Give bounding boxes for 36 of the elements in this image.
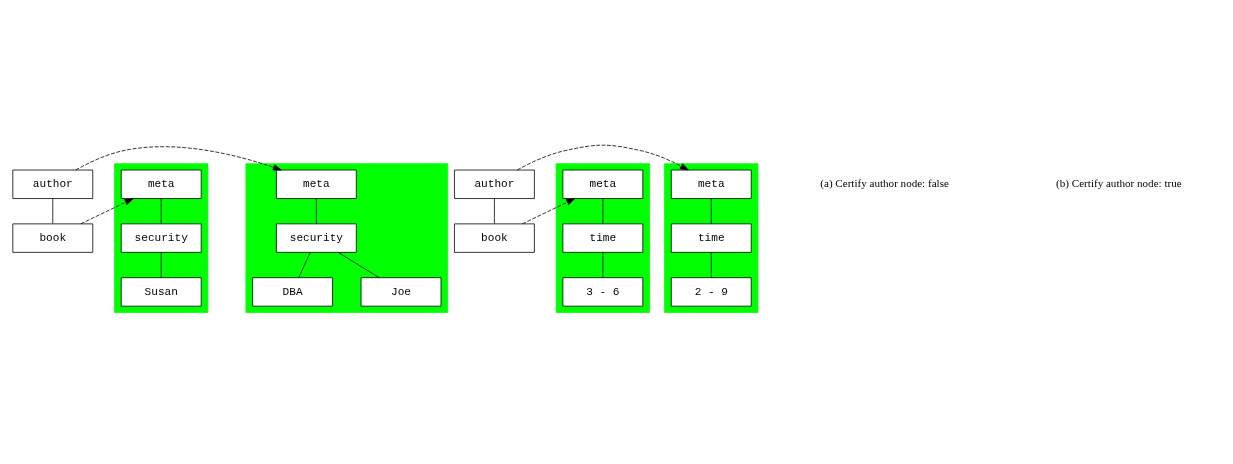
connector — [602, 198, 604, 224]
label: (b) Certify author node: true — [1056, 177, 1182, 190]
node-box: time — [562, 223, 644, 253]
connector — [52, 198, 54, 224]
node-box: meta — [670, 169, 752, 199]
node-box: author — [12, 169, 94, 199]
node-box: Joe — [360, 277, 442, 307]
connector — [160, 198, 162, 224]
node-box: author — [454, 169, 535, 199]
connector — [710, 252, 712, 278]
node-box: security — [275, 223, 357, 253]
cluster — [555, 163, 650, 313]
cluster — [114, 163, 209, 313]
connector — [160, 252, 162, 278]
node-box: meta — [120, 169, 202, 199]
connector — [602, 252, 604, 278]
node-box: book — [12, 223, 94, 253]
connector — [315, 198, 317, 224]
node-box: DBA — [252, 277, 333, 307]
connector — [337, 252, 380, 278]
arrow — [75, 146, 282, 171]
arrow — [80, 198, 134, 225]
node-box: book — [454, 223, 535, 253]
node-box: 3 - 6 — [562, 277, 644, 307]
node-box: security — [120, 223, 202, 253]
node-box: 2 - 9 — [670, 277, 752, 307]
node-box: time — [670, 223, 752, 253]
connector — [494, 198, 495, 224]
arrow — [522, 198, 576, 225]
node-box: meta — [275, 169, 357, 199]
arrow — [516, 144, 689, 171]
node-box: Susan — [120, 277, 202, 307]
label: (a) Certify author node: false — [820, 177, 949, 190]
node-box: meta — [562, 169, 644, 199]
connector — [298, 252, 311, 278]
connector — [710, 198, 712, 224]
